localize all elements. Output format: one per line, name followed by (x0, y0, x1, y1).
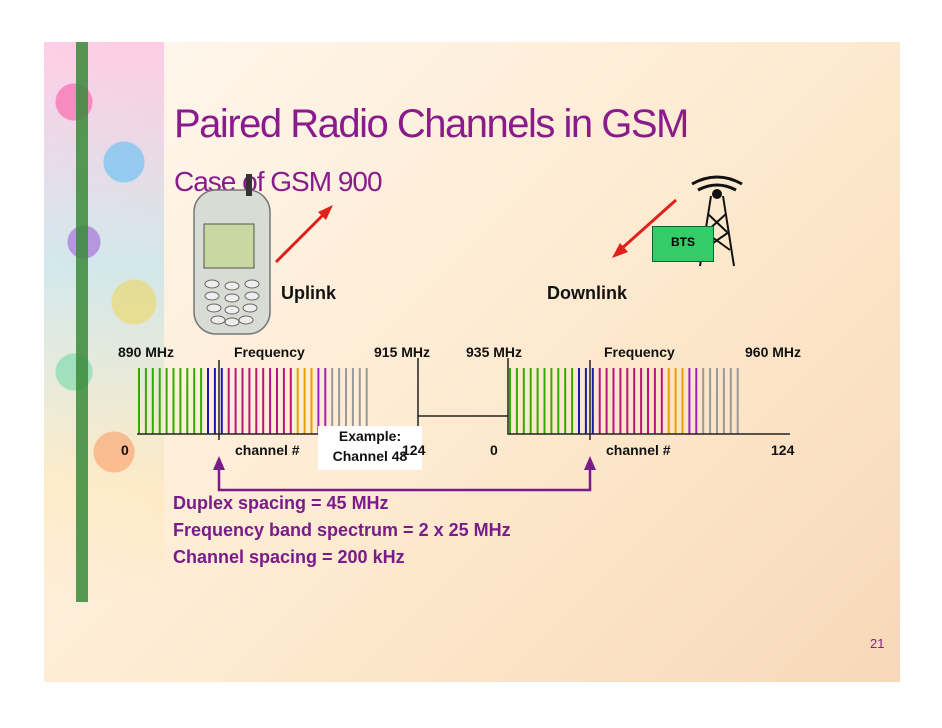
bullet-duplex-spacing: Duplex spacing = 45 MHz (173, 493, 389, 513)
freq-label-frequency-left: Frequency (234, 344, 305, 360)
bullet-band-spectrum: Frequency band spectrum = 2 x 25 MHz (173, 520, 511, 540)
bracket-arrowhead-left (213, 456, 225, 470)
bracket-arrowhead-right (584, 456, 596, 470)
bts-label: BTS (671, 235, 695, 249)
freq-label-915: 915 MHz (374, 344, 431, 360)
bullet-channel-spacing: Channel spacing = 200 kHz (173, 547, 405, 567)
channel-label-zero-right: 0 (490, 442, 498, 458)
bts-box: BTS (652, 226, 714, 262)
freq-label-frequency-right: Frequency (604, 344, 675, 360)
decorative-background (44, 42, 164, 602)
channel-label-max-left: 124 (402, 442, 426, 458)
downlink-label: Downlink (547, 283, 627, 303)
channel-label-zero-left: 0 (121, 442, 129, 458)
page-number: 21 (870, 636, 885, 651)
slide-title: Paired Radio Channels in GSM (174, 102, 689, 146)
example-box: Example: Channel 48 (318, 426, 422, 470)
example-line-1: Example: (338, 428, 402, 444)
antenna-tower-icon (691, 175, 743, 267)
downlink-arrow-icon (612, 198, 677, 258)
channel-bars (138, 368, 739, 434)
bullet-list: Duplex spacing = 45 MHz Frequency band s… (173, 490, 511, 571)
uplink-label: Uplink (281, 283, 337, 303)
channel-label-right: channel # (606, 442, 671, 458)
channel-label-left: channel # (235, 442, 300, 458)
pairing-bracket (217, 466, 592, 492)
example-line-2: Channel 48 (332, 448, 408, 464)
slide: Paired Radio Channels in GSM Case of GSM… (44, 42, 900, 682)
freq-label-935: 935 MHz (466, 344, 523, 360)
freq-label-890: 890 MHz (118, 344, 175, 360)
mobile-phone-icon (193, 174, 271, 335)
uplink-arrow-icon (274, 205, 333, 264)
channel-label-max-right: 124 (771, 442, 795, 458)
freq-label-960: 960 MHz (745, 344, 802, 360)
decorative-vertical-bar (76, 42, 88, 602)
